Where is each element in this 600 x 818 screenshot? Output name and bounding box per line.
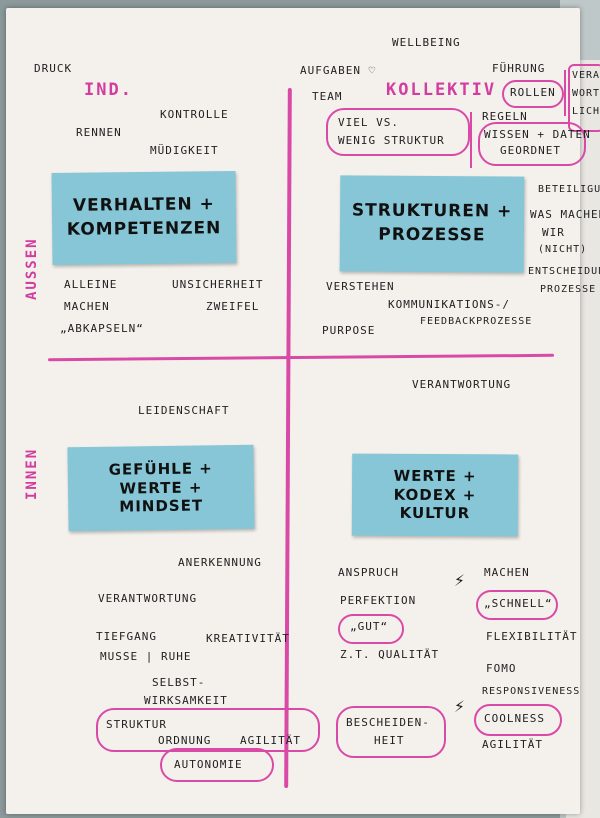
word-fomo: FOMO <box>486 662 517 675</box>
word-gut: „GUT“ <box>350 620 389 633</box>
note-line: GEFÜHLE + <box>108 459 213 479</box>
cloud-struktur-ordnung <box>96 708 320 752</box>
word-unsicherheit: UNSICHERHEIT <box>172 278 264 291</box>
sticky-note-gefuehle: GEFÜHLE + WERTE + MINDSET <box>67 444 255 532</box>
word-beteiligung: BETEILIGUNG <box>538 184 600 195</box>
word-selbst: SELBST- <box>152 676 206 689</box>
word-purpose: PURPOSE <box>322 324 376 337</box>
word-aufgaben: AUFGABEN ♡ <box>300 64 377 77</box>
word-heit: HEIT <box>374 734 405 747</box>
word-wirksamkeit: WIRKSAMKEIT <box>144 694 228 707</box>
word-struktur: STRUKTUR <box>106 718 167 731</box>
word-verantwortung-l: VERANTWORTUNG <box>98 592 198 605</box>
word-machen-r: MACHEN <box>484 566 530 579</box>
note-line: STRUKTUREN + <box>351 200 513 222</box>
word-regeln: REGELN <box>482 110 528 123</box>
note-line: WERTE + <box>119 478 203 498</box>
word-leidenschaft: LEIDENSCHAFT <box>138 404 230 417</box>
label-innen: INNEN <box>24 447 40 500</box>
word-ordnung: ORDNUNG <box>158 734 212 747</box>
flipchart-sheet <box>6 8 580 814</box>
word-lich: LICH <box>572 106 600 117</box>
word-vera: VERA. <box>572 70 600 81</box>
divider-stroke <box>564 70 566 116</box>
sticky-note-strukturen: STRUKTUREN + PROZESSE <box>339 175 525 273</box>
sticky-note-werte: WERTE + KODEX + KULTUR <box>351 453 519 537</box>
word-wort: WORT <box>572 88 600 99</box>
word-machen: MACHEN <box>64 300 110 313</box>
word-feedback: FEEDBACKPROZESSE <box>420 316 533 327</box>
word-rollen: ROLLEN <box>510 86 556 99</box>
word-musse-ruhe: MUßE | RUHE <box>100 650 192 663</box>
word-kontrolle: KONTROLLE <box>160 108 229 121</box>
note-line: KODEX + <box>393 485 477 504</box>
word-kommunikation: KOMMUNIKATIONS-/ <box>388 298 510 311</box>
word-druck: DRUCK <box>34 62 73 75</box>
word-fuehrung: FÜHRUNG <box>492 62 546 75</box>
cloud-autonomie <box>160 748 274 782</box>
word-was-machen: WAS MACHEN <box>530 208 600 221</box>
word-viel-vs: VIEL VS. <box>338 116 399 129</box>
word-bescheiden: BESCHEIDEN- <box>346 716 430 729</box>
note-line: WERTE + <box>393 466 477 486</box>
word-muedigkeit: MÜDIGKEIT <box>150 144 219 157</box>
word-agilitaet-l: AGILITÄT <box>240 734 301 747</box>
note-line: VERHALTEN + <box>72 194 215 216</box>
word-verstehen: VERSTEHEN <box>326 280 395 293</box>
label-kollektiv: KOLLEKTIV <box>386 80 497 100</box>
word-responsiveness: RESPONSIVENESS <box>482 686 581 697</box>
word-wenig-struktur: WENIG STRUKTUR <box>338 134 445 147</box>
word-prozesse: PROZESSE <box>540 284 597 295</box>
cloud-rollen <box>502 80 564 108</box>
cloud-gut <box>338 614 404 644</box>
word-team: TEAM <box>312 90 343 103</box>
word-kreativitaet: KREATIVITÄT <box>206 632 290 645</box>
cloud-viel-vs-wenig <box>326 108 470 156</box>
cloud-coolness <box>474 704 562 736</box>
note-line: KOMPETENZEN <box>66 218 222 240</box>
word-perfektion: PERFEKTION <box>340 594 417 607</box>
word-qualitaet: Z.T. QUALITÄT <box>340 648 440 661</box>
word-agilitaet-r: AGILITÄT <box>482 738 543 751</box>
word-alleine: ALLEINE <box>64 278 118 291</box>
word-rennen: RENNEN <box>76 126 122 139</box>
word-flexibilitaet: FLEXIBILITÄT <box>486 630 578 643</box>
divider-stroke-2 <box>470 112 472 168</box>
cloud-schnell <box>476 590 558 620</box>
word-geordnet: GEORDNET <box>500 144 561 157</box>
cloud-bescheidenheit <box>336 706 446 758</box>
note-line: KULTUR <box>399 504 471 523</box>
word-entscheidung: ENTSCHEIDUNG <box>528 266 600 277</box>
cloud-wissen-daten <box>478 122 586 166</box>
lightning-icon-2: ⚡ <box>454 696 466 717</box>
word-schnell: „SCHNELL“ <box>484 597 553 610</box>
word-anspruch: ANSPRUCH <box>338 566 399 579</box>
word-anerkennung: ANERKENNUNG <box>178 556 262 569</box>
word-tiefgang: TIEFGANG <box>96 630 157 643</box>
note-line: MINDSET <box>119 496 204 516</box>
word-wissen-daten: WISSEN + DATEN <box>484 128 591 141</box>
label-aussen: AUSSEN <box>24 237 40 300</box>
label-ind: IND. <box>84 80 133 100</box>
lightning-icon: ⚡ <box>454 570 466 591</box>
note-line: PROZESSE <box>378 224 486 246</box>
word-autonomie: AUTONOMIE <box>174 758 243 771</box>
word-wellbeing: WELLBEING <box>392 36 461 49</box>
word-verantwortung-r: VERANTWORTUNG <box>412 378 512 391</box>
sticky-note-verhalten: VERHALTEN + KOMPETENZEN <box>51 171 237 265</box>
word-coolness: COOLNESS <box>484 712 545 725</box>
word-wir: WIR <box>542 226 565 239</box>
word-nicht: (NICHT) <box>538 244 588 255</box>
word-abkapseln: „ABKAPSELN“ <box>60 322 144 335</box>
word-zweifel: ZWEIFEL <box>206 300 260 313</box>
